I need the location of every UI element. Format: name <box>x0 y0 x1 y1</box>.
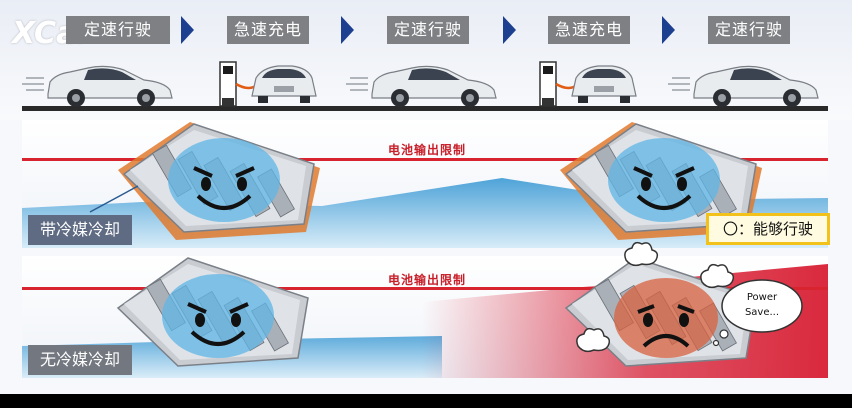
step-3: 定速行驶 <box>387 16 469 44</box>
limit-label: 电池输出限制 <box>388 143 467 157</box>
step-1: 定速行驶 <box>66 16 170 44</box>
limit-line <box>22 158 828 161</box>
arrow-right-icon <box>503 16 516 44</box>
badge-without-coolant: 无冷媒冷却 <box>28 345 133 375</box>
battery-cooled-right <box>560 122 762 240</box>
badge-pointer-line <box>89 185 139 213</box>
limit-label: 电池输出限制 <box>388 273 467 287</box>
speech-line-1: Power <box>746 292 778 303</box>
car-icons <box>22 60 819 108</box>
status-callout: 〇：能够行驶 <box>706 213 830 245</box>
battery-uncooled-left <box>117 257 309 367</box>
speech-text: Power Save... <box>726 290 798 320</box>
bottom-bar <box>0 394 852 408</box>
speech-line-2: Save... <box>744 307 780 318</box>
step-5: 定速行驶 <box>708 16 790 44</box>
road <box>22 106 828 111</box>
limit-line <box>22 287 828 290</box>
step-2: 急速充电 <box>227 16 309 44</box>
arrow-right-icon <box>662 16 675 44</box>
arrow-right-icon <box>181 16 194 44</box>
badge-with-coolant: 带冷媒冷却 <box>28 215 133 245</box>
arrow-right-icon <box>341 16 354 44</box>
battery-cooled-left <box>118 122 320 240</box>
step-4: 急速充电 <box>548 16 630 44</box>
speech-bubble <box>712 279 803 347</box>
